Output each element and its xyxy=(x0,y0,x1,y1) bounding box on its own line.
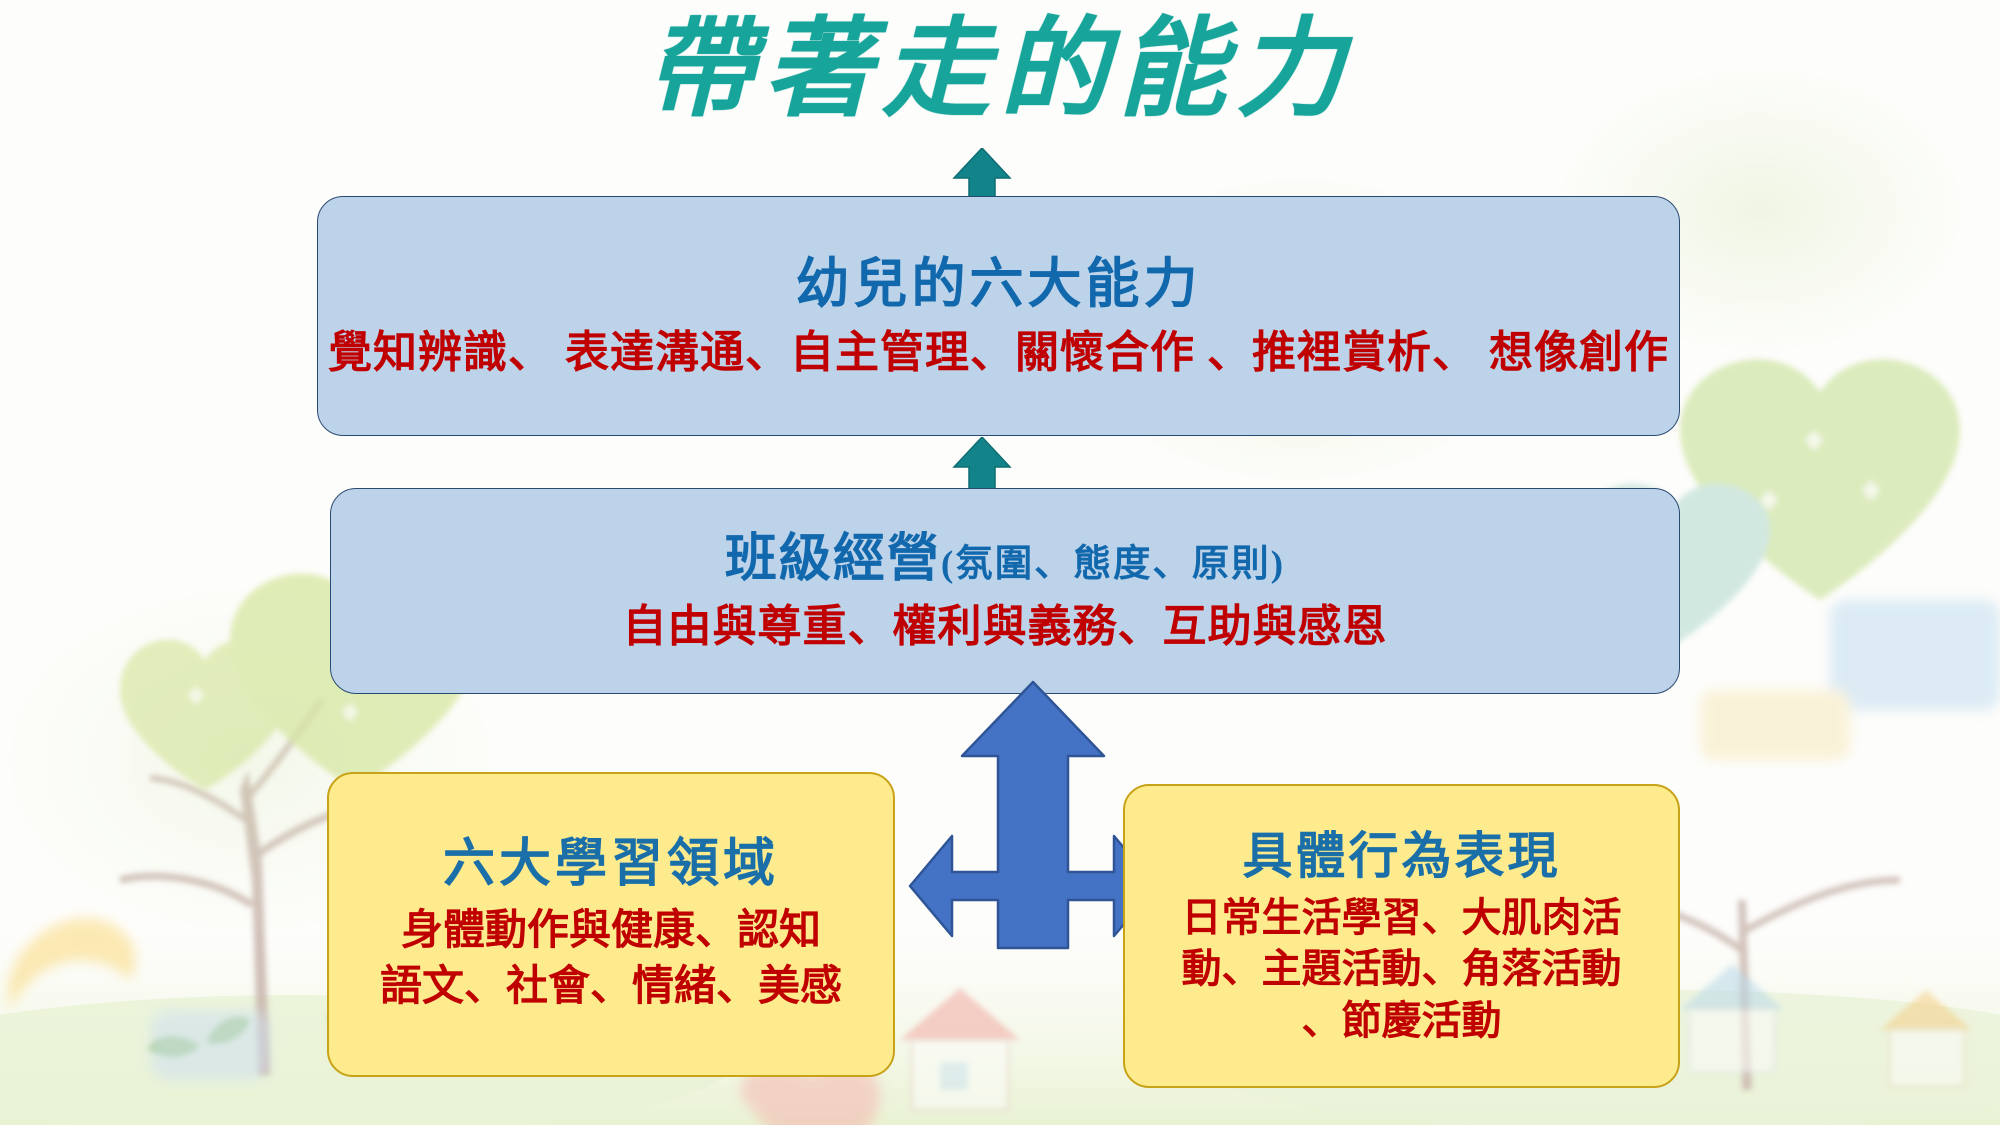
box-domains-body-line1: 身體動作與健康、認知 xyxy=(400,908,821,955)
box-classroom-heading-paren: (氛圍、態度、原則) xyxy=(940,543,1286,585)
slide-title: 帶著走的能力 xyxy=(645,6,1354,132)
tri-directional-arrow xyxy=(908,680,1158,976)
box-six-learning-domains: 六大學習領域 身體動作與健康、認知 語文、社會、情緒、美感 xyxy=(327,772,895,1077)
box-domains-body: 身體動作與健康、認知 語文、社會、情緒、美感 xyxy=(380,904,842,1015)
box-classroom-heading: 班級經營(氛圍、態度、原則) xyxy=(725,527,1285,592)
box-domains-body-line2: 語文、社會、情緒、美感 xyxy=(379,963,842,1010)
box-competencies-body: 覺知辨識、 表達溝通、自主管理、關懷合作 、推裡賞析、 想像創作 xyxy=(328,328,1669,378)
box-classroom-body: 自由與尊重、權利與義務、互助與感恩 xyxy=(622,601,1388,651)
box-behaviors-body: 日常生活學習、大肌肉活 動、主題活動、角落活動 、節慶活動 xyxy=(1182,892,1622,1046)
box-behaviors-body-line3: 、節慶活動 xyxy=(1301,997,1502,1043)
box-domains-heading: 六大學習領域 xyxy=(442,835,779,893)
box-classroom-management: 班級經營(氛圍、態度、原則) 自由與尊重、權利與義務、互助與感恩 xyxy=(330,488,1680,694)
box-behaviors-body-line2: 動、主題活動、角落活動 xyxy=(1181,946,1622,992)
up-arrow-to-competencies xyxy=(952,435,1012,496)
box-six-competencies: 幼兒的六大能力 覺知辨識、 表達溝通、自主管理、關懷合作 、推裡賞析、 想像創作 xyxy=(317,196,1680,436)
box-competencies-heading: 幼兒的六大能力 xyxy=(795,253,1202,314)
box-concrete-behaviors: 具體行為表現 日常生活學習、大肌肉活 動、主題活動、角落活動 、節慶活動 xyxy=(1123,784,1680,1088)
box-behaviors-heading: 具體行為表現 xyxy=(1242,828,1561,885)
box-classroom-heading-main: 班級經營 xyxy=(724,530,941,588)
box-behaviors-body-line1: 日常生活學習、大肌肉活 xyxy=(1181,895,1622,941)
